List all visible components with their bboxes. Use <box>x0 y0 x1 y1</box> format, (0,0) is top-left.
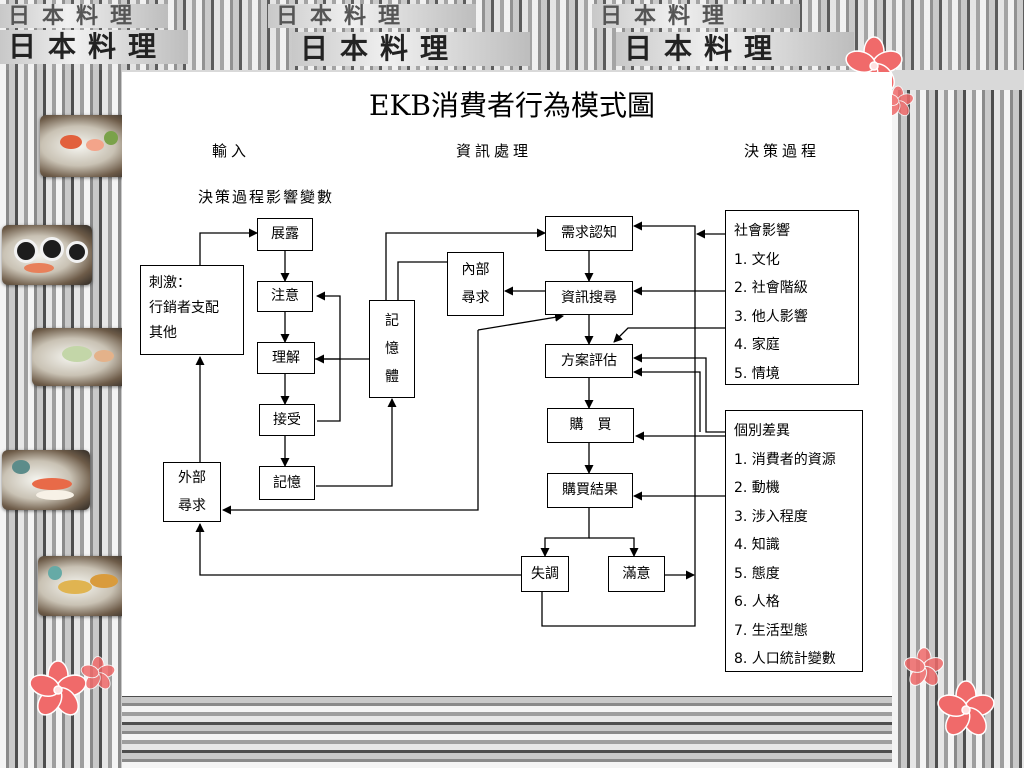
tempura-photo <box>38 556 134 616</box>
column-label-input: 輸入 <box>212 142 251 160</box>
memory-box: 記 憶 體 <box>369 300 415 398</box>
retention-box: 記憶 <box>259 466 315 500</box>
individual-differences-item: 4. 知識 <box>734 537 780 553</box>
banner-top-right: 日本料理 <box>616 32 854 66</box>
stimulus-line-2: 行銷者支配 <box>149 299 219 316</box>
purchase-box: 購 買 <box>547 408 634 443</box>
social-influence-item: 2. 社會階級 <box>734 280 808 296</box>
individual-differences-item: 1. 消費者的資源 <box>734 451 836 468</box>
nigiri-photo <box>2 450 90 510</box>
need-recognition-box: 需求認知 <box>545 216 633 251</box>
external-search-box: 外部 尋求 <box>163 462 221 522</box>
banner-top-center-faded: 日本料理 <box>268 4 476 28</box>
internal-search-line-2: 尋求 <box>461 290 490 306</box>
banner-top-left: 日本料理 <box>0 30 188 64</box>
column-label-decision-process: 決策過程 <box>744 142 821 160</box>
social-influence-heading: 社會影響 <box>734 223 790 239</box>
memory-char-1: 記 <box>385 313 399 329</box>
individual-differences-item: 5. 態度 <box>734 565 780 582</box>
column-label-information-processing: 資訊處理 <box>456 142 533 160</box>
information-search-box: 資訊搜尋 <box>545 281 633 315</box>
social-influence-item: 3. 他人影響 <box>734 308 808 325</box>
cherry-blossom-icon <box>903 647 995 736</box>
stimulus-line-3: 其他 <box>149 324 177 341</box>
subheading-decision-influences: 決策過程影響變數 <box>198 188 335 206</box>
internal-search-box: 內部 尋求 <box>447 252 504 316</box>
social-influence-item: 4. 家庭 <box>734 337 780 353</box>
sushi-roll-photo <box>2 225 92 285</box>
social-influence-item: 1. 文化 <box>734 251 780 268</box>
memory-char-2: 憶 <box>385 341 399 357</box>
individual-differences-item: 2. 動機 <box>734 480 780 496</box>
individual-differences-item: 7. 生活型態 <box>734 622 808 639</box>
social-influence-box: 社會影響 1. 文化 2. 社會階級 3. 他人影響 4. 家庭 5. 情境 <box>725 210 859 385</box>
external-search-line-2: 尋求 <box>178 498 206 514</box>
social-influence-item: 5. 情境 <box>734 365 780 382</box>
right-stripe-frame <box>892 90 1024 768</box>
banner-top-left-faded: 日本料理 <box>0 4 168 28</box>
individual-differences-item: 8. 人口統計變數 <box>734 651 836 667</box>
banner-top-center: 日本料理 <box>292 32 530 66</box>
individual-differences-item: 6. 人格 <box>734 594 780 610</box>
acceptance-box: 接受 <box>259 404 315 436</box>
internal-search-line-1: 內部 <box>461 262 490 278</box>
dissonance-box: 失調 <box>521 556 569 592</box>
comprehension-box: 理解 <box>257 342 315 374</box>
external-search-line-1: 外部 <box>178 470 206 486</box>
bottom-stripe-frame <box>122 696 892 768</box>
memory-char-3: 體 <box>385 369 399 385</box>
left-stripe-frame <box>0 70 122 768</box>
slide-title: EKB消費者行為模式圖 <box>369 89 655 122</box>
satisfaction-box: 滿意 <box>608 556 665 592</box>
purchase-outcome-box: 購買結果 <box>547 473 633 508</box>
sashimi-photo <box>40 115 136 177</box>
individual-differences-item: 3. 涉入程度 <box>734 508 808 525</box>
appetizer-photo <box>32 328 132 386</box>
exposure-box: 展露 <box>257 218 313 251</box>
stimulus-box: 刺激： 行銷者支配 其他 <box>140 265 244 355</box>
attention-box: 注意 <box>257 281 313 312</box>
cherry-blossom-icon <box>29 656 116 716</box>
alternative-evaluation-box: 方案評估 <box>545 344 633 378</box>
individual-differences-heading: 個別差異 <box>734 423 790 439</box>
stimulus-line-1: 刺激： <box>149 275 191 291</box>
individual-differences-box: 個別差異 1. 消費者的資源 2. 動機 3. 涉入程度 4. 知識 5. 態度… <box>725 410 863 672</box>
banner-top-right-faded: 日本料理 <box>592 4 800 28</box>
